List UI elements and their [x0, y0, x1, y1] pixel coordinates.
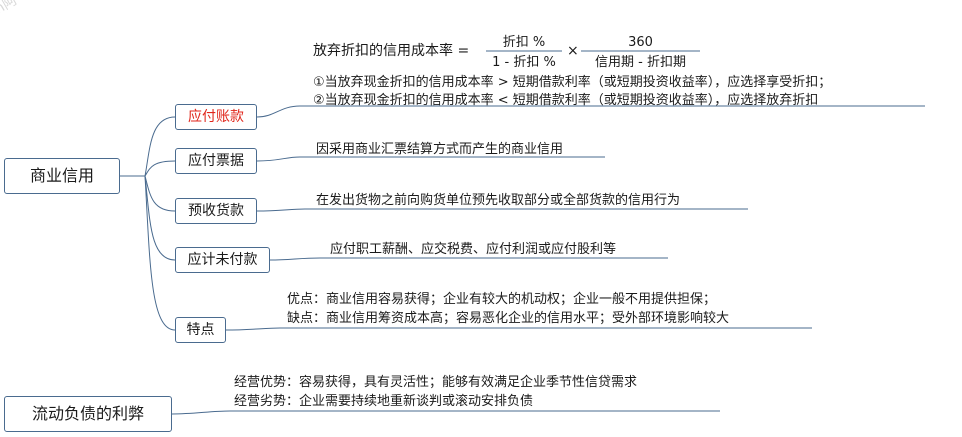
advance-description: 在发出货物之前向购货单位预先收取部分或全部货款的信用行为 — [316, 193, 681, 208]
accrued-description: 应付职工薪酬、应交税费、应付利润或应付股利等 — [330, 242, 617, 257]
payable-rule-1: ①当放弃现金折扣的信用成本率 > 短期借款利率（或短期投资收益率），应选择享受折… — [313, 75, 832, 90]
features-pros: 优点：商业信用容易获得；企业有较大的机动权；企业一般不用提供担保； — [287, 292, 717, 307]
features-cons: 缺点：商业信用筹资成本高；容易恶化企业的信用水平；受外部环境影响较大 — [287, 311, 730, 326]
payable-rule-2: ②当放弃现金折扣的信用成本率 < 短期借款利率（或短期投资收益率），应选择放弃折… — [313, 93, 819, 108]
root-pros-cons: 流动负债的利弊 — [4, 396, 172, 432]
branch-advance-receipts: 预收货款 — [175, 198, 257, 224]
branch-accounts-payable: 应付账款 — [175, 104, 257, 130]
branch-notes-payable: 应付票据 — [175, 148, 257, 174]
line-features — [225, 327, 812, 331]
root-commercial-credit: 商业信用 — [4, 158, 120, 194]
formula-times: × — [567, 43, 579, 59]
link-root-advance — [144, 175, 176, 212]
line-payable — [256, 105, 925, 118]
line-accrued — [269, 257, 668, 261]
fraction-2-numerator: 360 — [628, 35, 653, 50]
link-root-accrued — [144, 175, 176, 261]
line-advance — [256, 208, 748, 212]
link-root-payable — [144, 116, 176, 177]
pros-cons-disadvantage: 经营劣势：企业需要持续地重新谈判或滚动安排负债 — [234, 394, 534, 409]
fraction-1-numerator: 折扣 % — [502, 35, 546, 50]
line-notes — [256, 156, 605, 162]
line-pros-cons — [171, 410, 720, 415]
notes-description: 因采用商业汇票结算方式而产生的商业信用 — [316, 142, 564, 157]
branch-accrued-unpaid: 应计未付款 — [175, 247, 270, 273]
link-root-notes — [144, 160, 176, 177]
fraction-1-denominator: 1 - 折扣 % — [492, 55, 556, 70]
branch-features: 特点 — [175, 317, 226, 343]
formula-lhs: 放弃折扣的信用成本率 = — [313, 43, 470, 59]
pros-cons-advantage: 经营优势：容易获得，具有灵活性；能够有效满足企业季节性信贷需求 — [234, 375, 638, 390]
fraction-2-denominator: 信用期 - 折扣期 — [595, 55, 686, 70]
link-root-features — [144, 175, 176, 331]
